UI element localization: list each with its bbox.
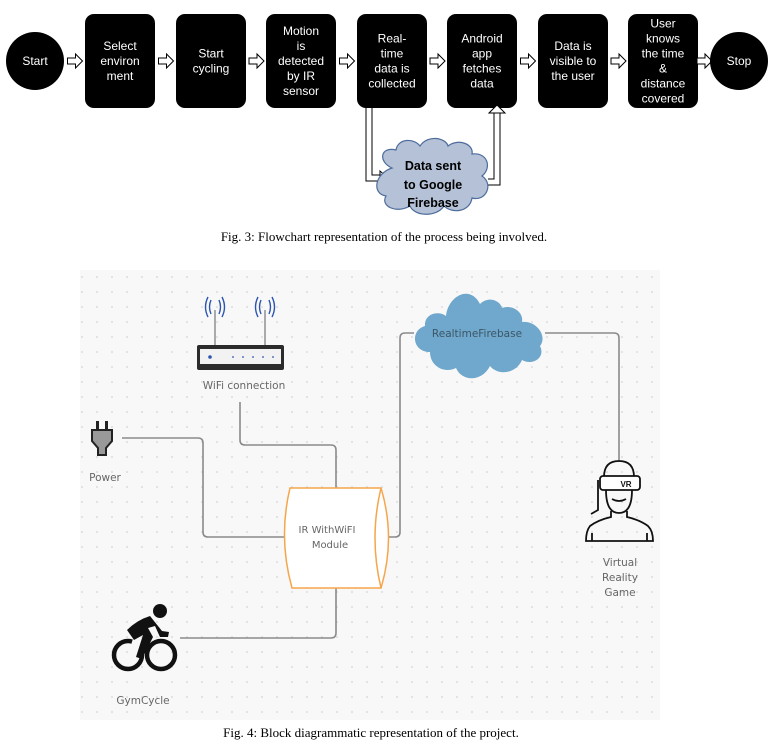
node-label-line: time	[381, 47, 404, 61]
node-label-line: app	[472, 47, 492, 61]
node-label-line: distance	[641, 77, 686, 91]
terminal-shape	[6, 32, 64, 90]
wifi-wire	[239, 402, 337, 488]
flow-arrow-icon	[429, 52, 446, 70]
node-label-line: User	[650, 17, 675, 31]
process-box	[357, 14, 427, 108]
node-label-line: data	[470, 77, 494, 91]
node-label-line: Data is	[554, 39, 591, 53]
flow-arrow-icon	[339, 52, 356, 70]
node-label-line: visible to	[550, 54, 597, 68]
node-label-line: detected	[278, 54, 324, 68]
flow-arrow-icon	[520, 52, 537, 70]
node-label-line: the time	[642, 47, 685, 61]
vr-wire	[545, 332, 620, 461]
wifi-label: WiFi connection	[203, 380, 285, 392]
wifi-signal-icon	[204, 296, 276, 318]
vr-user-icon	[585, 460, 654, 542]
process-box	[538, 14, 608, 108]
process-box	[628, 14, 698, 108]
flow-arrow-icon	[696, 52, 713, 70]
cyclist-icon	[111, 604, 178, 672]
process-box	[266, 14, 336, 108]
node-label-line: cycling	[193, 62, 230, 76]
node-label-line: knows	[646, 32, 680, 46]
node-label: Start	[22, 54, 48, 68]
node-label-line: &	[659, 62, 667, 76]
flow-arrow-icon	[158, 52, 175, 70]
node-label: Stop	[727, 54, 752, 68]
node-label-line: Start	[198, 47, 224, 61]
node-label-line: ment	[107, 69, 134, 83]
node-label-line: Stop	[727, 54, 752, 68]
firebase-wire	[388, 332, 414, 538]
process-box	[85, 14, 155, 108]
firebase-cloud-icon: RealtimeFirebase	[414, 293, 543, 379]
node-label-line: Real-	[378, 32, 407, 46]
power-label: Power	[89, 472, 121, 484]
node-label-line: the user	[551, 69, 594, 83]
node-label-line: by IR	[287, 69, 315, 83]
flow-arrow-icon	[67, 52, 84, 70]
power-wire	[122, 437, 286, 538]
fig4-caption: Fig. 4: Block diagrammatic representatio…	[223, 725, 519, 740]
node-label-line: Motion	[283, 24, 319, 38]
node-label-line: fetches	[463, 62, 502, 76]
node-label-line: sensor	[283, 84, 319, 98]
node-label-line: Select	[103, 39, 137, 53]
node-label-line: covered	[642, 92, 685, 106]
flow-arrow-icon	[610, 52, 627, 70]
node-label-line: Start	[22, 54, 48, 68]
vr-badge: VR	[620, 480, 631, 489]
node-label-line: data is	[374, 62, 409, 76]
power-plug-icon	[91, 421, 113, 456]
node-label-line: collected	[368, 77, 415, 91]
node-label-line: environ	[100, 54, 139, 68]
process-box	[447, 14, 517, 108]
cloud-shape	[376, 137, 489, 215]
flow-node-start: Start	[6, 32, 64, 90]
wifi-router-icon	[197, 296, 284, 370]
process-box	[176, 14, 246, 108]
gymcycle-label: GymCycle	[116, 695, 169, 707]
terminal-shape	[710, 32, 768, 90]
flow-arrow-icon	[248, 52, 265, 70]
node-label-line: is	[297, 39, 306, 53]
firebase-label: RealtimeFirebase	[432, 328, 522, 340]
cycle-wire	[180, 588, 337, 639]
fig3-caption: Fig. 3: Flowchart representation of the …	[221, 229, 547, 244]
flow-node-stop: Stop	[710, 32, 768, 90]
node-label-line: Android	[461, 32, 502, 46]
